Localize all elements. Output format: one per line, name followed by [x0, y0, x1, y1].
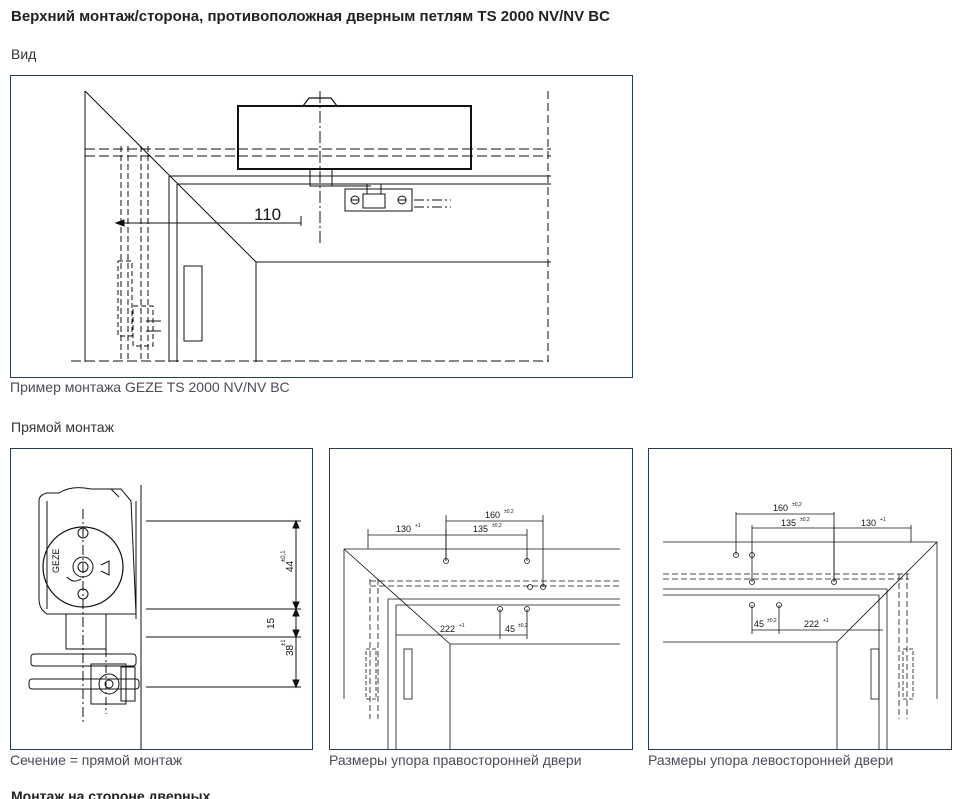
svg-text:GEZE: GEZE	[51, 548, 61, 573]
dim-45: 45	[754, 619, 764, 629]
left-door-drawing: 160 ±0,2 135 ±0,2 130 +1 45 ±0,2 222 +1	[648, 448, 952, 750]
dim-130-tol: +1	[415, 523, 421, 529]
dim-222: 222	[440, 624, 455, 634]
left-door-caption: Размеры упора левосторонней двери	[648, 752, 894, 768]
dim-44-tol: ±0,1	[281, 550, 287, 562]
dim-44: 44	[285, 560, 296, 572]
view-caption: Пример монтажа GEZE TS 2000 NV/NV BC	[10, 379, 290, 395]
dim-222: 222	[804, 619, 819, 629]
direct-mount-label: Прямой монтаж	[11, 419, 114, 435]
dim-38-tol: ±1	[281, 639, 287, 646]
dim-38: 38	[285, 644, 296, 656]
dim-45-tol: ±0,2	[518, 623, 528, 629]
dim-135: 135	[781, 518, 796, 528]
dim-135-tol: ±0,2	[492, 523, 502, 529]
dim-45: 45	[505, 624, 515, 634]
right-door-drawing: 130 +1 160 ±0,2 135 ±0,2 222 +1 45 ±0,2	[329, 448, 633, 750]
installation-view-drawing: 110	[10, 75, 633, 378]
next-heading-partial: Монтаж на стороне дверных петель	[11, 788, 211, 799]
dim-160: 160	[485, 510, 500, 520]
dim-45-tol: ±0,2	[767, 618, 777, 624]
dim-130-tol: +1	[880, 517, 886, 523]
right-door-caption: Размеры упора правосторонней двери	[329, 752, 582, 768]
view-label: Вид	[11, 46, 37, 62]
dim-15: 15	[266, 617, 277, 629]
dim-222-tol: +1	[823, 618, 829, 624]
dimension-110-label: 110	[254, 205, 281, 224]
dim-130: 130	[396, 524, 411, 534]
section-drawing: GEZE 44 ±0,1 15 38 ±1	[10, 448, 313, 750]
dim-160-tol: ±0,2	[504, 509, 514, 515]
dim-160-tol: ±0,2	[792, 502, 802, 508]
dim-160: 160	[773, 503, 788, 513]
dim-135: 135	[473, 524, 488, 534]
dim-130: 130	[861, 518, 876, 528]
dim-222-tol: +1	[459, 623, 465, 629]
dim-135-tol: ±0,2	[800, 517, 810, 523]
page-title: Верхний монтаж/сторона, противоположная …	[11, 8, 610, 25]
section-caption: Сечение = прямой монтаж	[10, 752, 183, 768]
